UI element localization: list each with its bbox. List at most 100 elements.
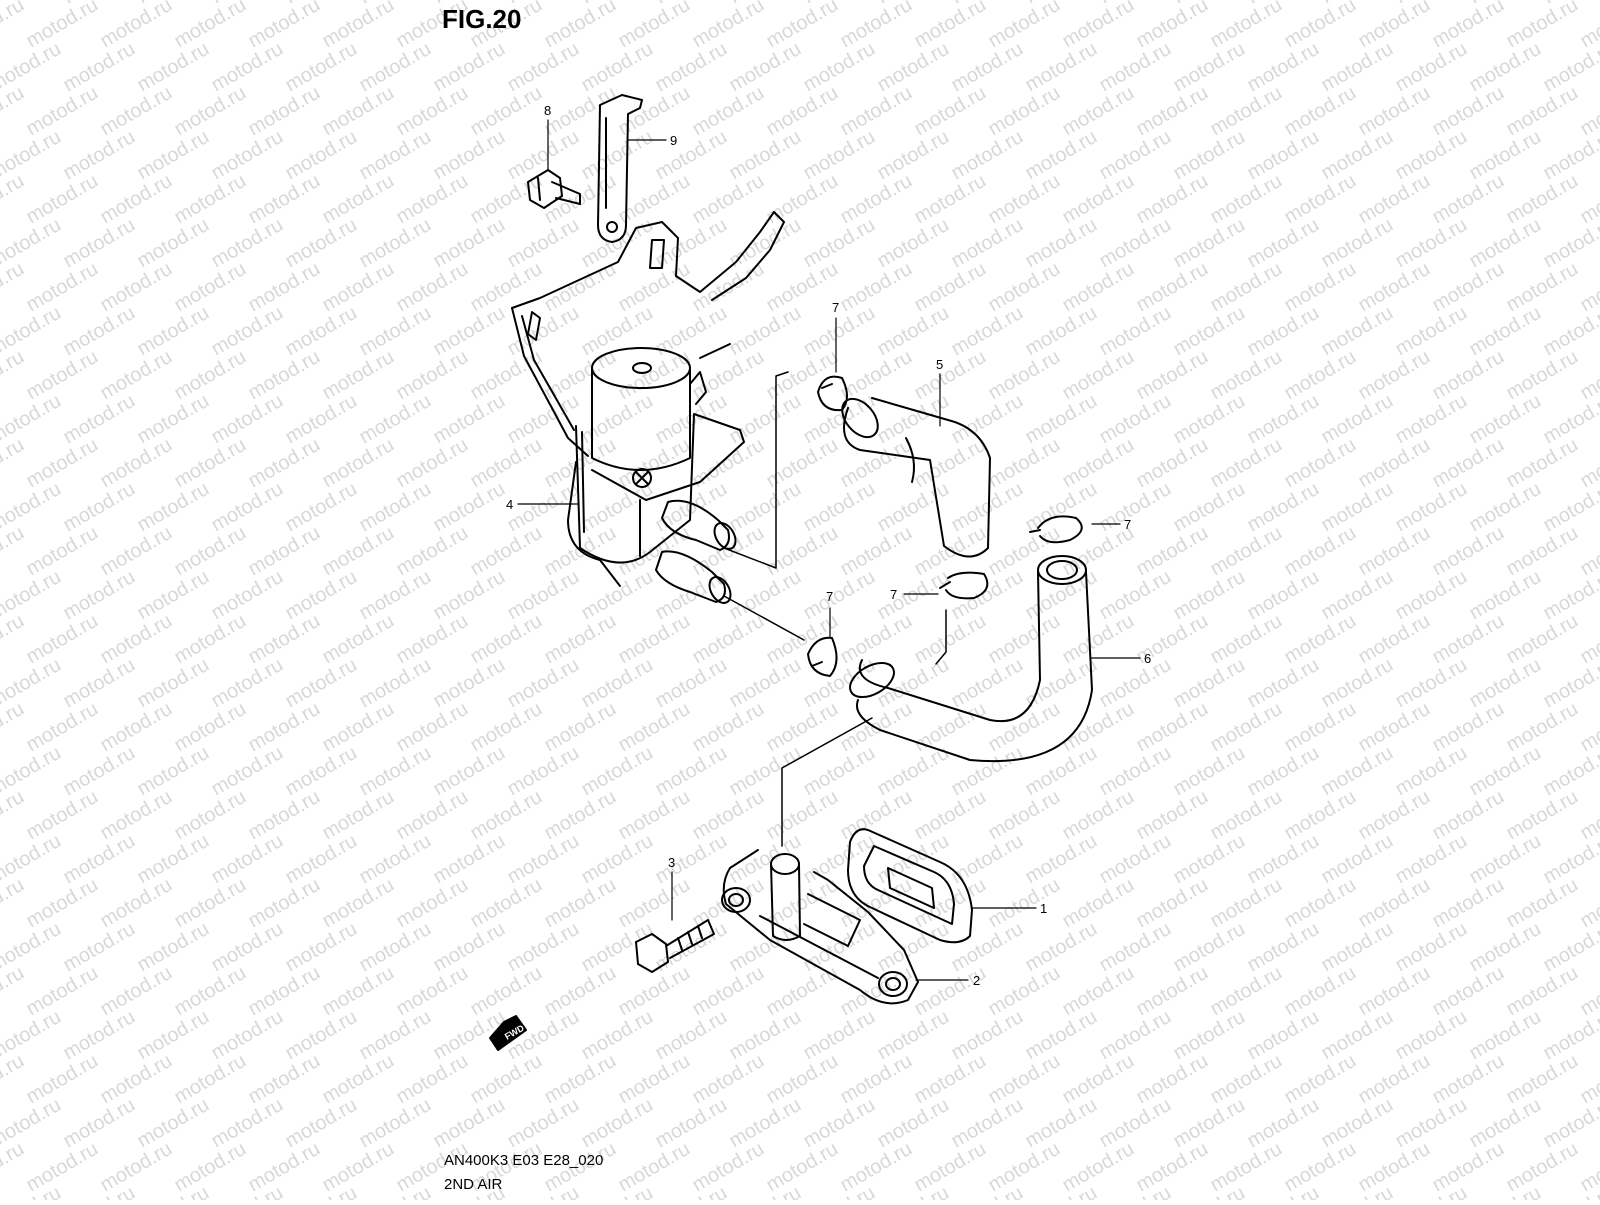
watermark-text: motod.ru bbox=[504, 830, 583, 889]
watermark-text: motod.ru bbox=[430, 478, 509, 537]
watermark-text: motod.ru bbox=[1281, 786, 1360, 845]
watermark-text: motod.ru bbox=[615, 874, 694, 933]
watermark-text: motod.ru bbox=[208, 478, 287, 537]
watermark-text: motod.ru bbox=[837, 82, 916, 141]
watermark-text: motod.ru bbox=[97, 170, 176, 229]
callout-6: 6 bbox=[1144, 651, 1151, 666]
watermark-text: motod.ru bbox=[1207, 0, 1286, 52]
watermark-text: motod.ru bbox=[578, 830, 657, 889]
watermark-text: motod.ru bbox=[615, 522, 694, 581]
watermark-text: motod.ru bbox=[319, 170, 398, 229]
watermark-text: motod.ru bbox=[393, 874, 472, 933]
watermark-text: motod.ru bbox=[1133, 874, 1212, 933]
watermark-text: motod.ru bbox=[948, 1006, 1027, 1065]
watermark-text: motod.ru bbox=[1207, 610, 1286, 669]
watermark-text: motod.ru bbox=[1133, 522, 1212, 581]
watermark-text: motod.ru bbox=[282, 1094, 361, 1153]
watermark-text: motod.ru bbox=[1503, 170, 1582, 229]
watermark-text: motod.ru bbox=[615, 698, 694, 757]
watermark-text: motod.ru bbox=[652, 742, 731, 801]
watermark-text: motod.ru bbox=[985, 434, 1064, 493]
watermark-text: motod.ru bbox=[1244, 566, 1323, 625]
watermark-text: motod.ru bbox=[652, 38, 731, 97]
watermark-text: motod.ru bbox=[911, 0, 990, 52]
watermark-text: motod.ru bbox=[985, 610, 1064, 669]
watermark-text: motod.ru bbox=[1503, 1050, 1582, 1109]
watermark-text: motod.ru bbox=[282, 390, 361, 449]
watermark-text: motod.ru bbox=[97, 434, 176, 493]
watermark-text: motod.ru bbox=[1170, 478, 1249, 537]
watermark-text: motod.ru bbox=[1429, 82, 1508, 141]
watermark-text: motod.ru bbox=[763, 698, 842, 757]
watermark-text: motod.ru bbox=[1096, 478, 1175, 537]
watermark-text: motod.ru bbox=[911, 258, 990, 317]
watermark-text: motod.ru bbox=[430, 654, 509, 713]
watermark-text: motod.ru bbox=[726, 302, 805, 361]
watermark-text: motod.ru bbox=[1170, 214, 1249, 273]
watermark-text: motod.ru bbox=[1170, 654, 1249, 713]
watermark-text: motod.ru bbox=[282, 302, 361, 361]
watermark-text: motod.ru bbox=[1503, 258, 1582, 317]
watermark-text: motod.ru bbox=[208, 126, 287, 185]
watermark-text: motod.ru bbox=[837, 1138, 916, 1197]
watermark-text: motod.ru bbox=[911, 962, 990, 1021]
watermark-text: motod.ru bbox=[171, 1050, 250, 1109]
watermark-text: motod.ru bbox=[1244, 126, 1323, 185]
callout-4: 4 bbox=[506, 497, 513, 512]
watermark-text: motod.ru bbox=[837, 1050, 916, 1109]
watermark-text: motod.ru bbox=[134, 830, 213, 889]
watermark-text: motod.ru bbox=[1133, 962, 1212, 1021]
watermark-text: motod.ru bbox=[1281, 82, 1360, 141]
watermark-text: motod.ru bbox=[467, 874, 546, 933]
watermark-text: motod.ru bbox=[1318, 566, 1397, 625]
watermark-text: motod.ru bbox=[1244, 478, 1323, 537]
watermark-text: motod.ru bbox=[208, 1006, 287, 1065]
watermark-text: motod.ru bbox=[1281, 874, 1360, 933]
watermark-text: motod.ru bbox=[0, 962, 28, 1021]
watermark-text: motod.ru bbox=[1355, 1050, 1434, 1109]
watermark-text: motod.ru bbox=[1244, 1094, 1323, 1153]
watermark-text: motod.ru bbox=[615, 0, 694, 52]
watermark-text: motod.ru bbox=[393, 346, 472, 405]
watermark-text: motod.ru bbox=[171, 962, 250, 1021]
watermark-text: motod.ru bbox=[874, 1094, 953, 1153]
watermark-text: motod.ru bbox=[1392, 126, 1471, 185]
watermark-text: motod.ru bbox=[97, 0, 176, 52]
watermark-text: motod.ru bbox=[689, 1138, 768, 1197]
watermark-text: motod.ru bbox=[467, 1050, 546, 1109]
watermark-text: motod.ru bbox=[763, 346, 842, 405]
watermark-text: motod.ru bbox=[615, 1138, 694, 1197]
watermark-text: motod.ru bbox=[1207, 82, 1286, 141]
watermark-text: motod.ru bbox=[23, 346, 102, 405]
watermark-text: motod.ru bbox=[1429, 962, 1508, 1021]
watermark-text: motod.ru bbox=[1281, 522, 1360, 581]
watermark-text: motod.ru bbox=[1429, 522, 1508, 581]
watermark-text: motod.ru bbox=[0, 786, 28, 845]
watermark-text: motod.ru bbox=[171, 522, 250, 581]
watermark-text: motod.ru bbox=[874, 390, 953, 449]
watermark-text: motod.ru bbox=[1355, 874, 1434, 933]
watermark-text: motod.ru bbox=[245, 170, 324, 229]
watermark-text: motod.ru bbox=[1429, 170, 1508, 229]
watermark-text: motod.ru bbox=[1207, 874, 1286, 933]
watermark-text: motod.ru bbox=[985, 698, 1064, 757]
watermark-text: motod.ru bbox=[578, 566, 657, 625]
watermark-text: motod.ru bbox=[689, 698, 768, 757]
watermark-text: motod.ru bbox=[1392, 566, 1471, 625]
watermark-text: motod.ru bbox=[504, 478, 583, 537]
watermark-text: motod.ru bbox=[1318, 478, 1397, 537]
watermark-text: motod.ru bbox=[430, 214, 509, 273]
watermark-text: motod.ru bbox=[1133, 1050, 1212, 1109]
watermark-text: motod.ru bbox=[800, 214, 879, 273]
watermark-text: motod.ru bbox=[319, 258, 398, 317]
watermark-text: motod.ru bbox=[282, 214, 361, 273]
watermark-text: motod.ru bbox=[948, 566, 1027, 625]
watermark-text: motod.ru bbox=[689, 0, 768, 52]
watermark-text: motod.ru bbox=[874, 1182, 953, 1200]
watermark-text: motod.ru bbox=[1133, 346, 1212, 405]
watermark-text: motod.ru bbox=[504, 214, 583, 273]
watermark-text: motod.ru bbox=[1022, 478, 1101, 537]
watermark-text: motod.ru bbox=[1059, 258, 1138, 317]
watermark-text: motod.ru bbox=[467, 698, 546, 757]
watermark-text: motod.ru bbox=[171, 610, 250, 669]
